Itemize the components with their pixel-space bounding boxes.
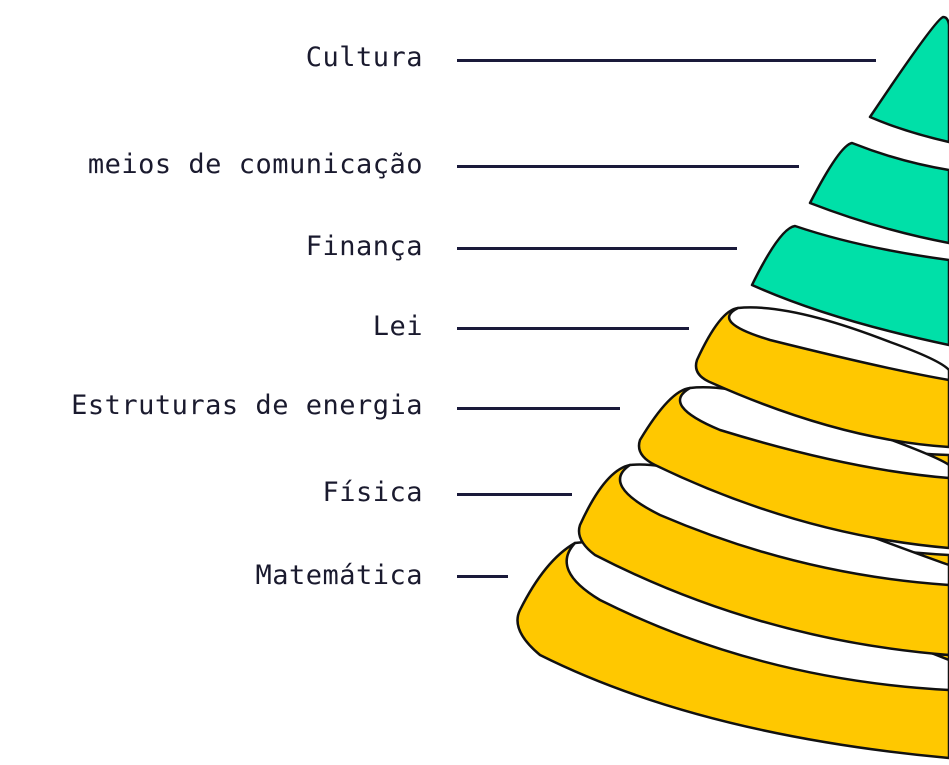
- label-cultura: Cultura: [305, 42, 423, 73]
- leader-line-meios-de-comunicacao: [457, 165, 799, 168]
- label-estruturas-de-energia: Estruturas de energia: [71, 390, 423, 421]
- tier-estruturas-de-energia: [637, 386, 949, 550]
- label-fisica: Física: [322, 477, 423, 508]
- leader-line-fisica: [457, 493, 572, 496]
- label-financa: Finança: [305, 231, 423, 262]
- label-meios-de-comunicacao: meios de comunicação: [87, 149, 423, 180]
- tier-financa: [750, 224, 949, 347]
- tier-meios-de-comunicacao: [808, 141, 949, 245]
- leader-line-cultura: [457, 59, 876, 62]
- tier-cultura: [868, 15, 949, 144]
- leader-line-lei: [457, 327, 689, 330]
- leader-line-financa: [457, 247, 737, 250]
- leader-line-estruturas-de-energia: [457, 407, 620, 410]
- label-matematica: Matemática: [255, 560, 423, 591]
- tier-lei: [694, 306, 949, 449]
- label-lei: Lei: [372, 311, 423, 342]
- leader-line-matematica: [457, 575, 508, 578]
